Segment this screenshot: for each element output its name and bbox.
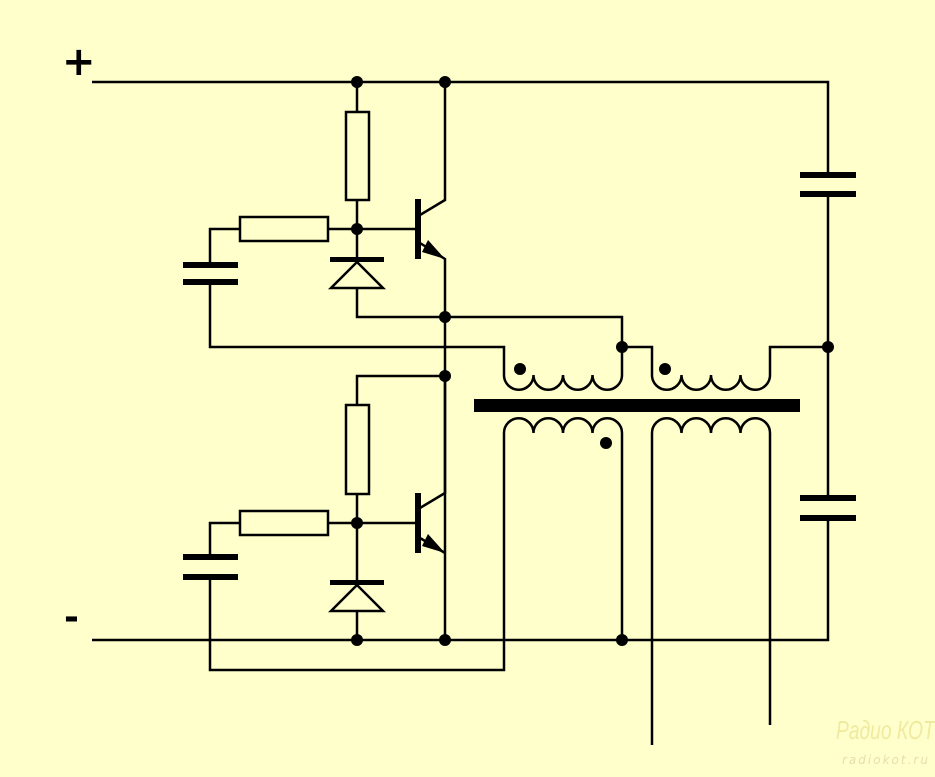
wire-upper xyxy=(355,82,624,640)
zener-diode-upper xyxy=(327,257,387,290)
capacitor-lower-left xyxy=(183,554,238,580)
wire-lower xyxy=(355,374,447,640)
transformer-core xyxy=(474,399,800,412)
junction-dots xyxy=(351,76,834,646)
wire-upper-feedback xyxy=(208,227,506,375)
resistor-upper-bias xyxy=(344,110,371,202)
watermark-url: radiokot.ru xyxy=(842,753,930,767)
watermark-title: Радио КОТ xyxy=(836,715,935,745)
capacitor-top-right xyxy=(800,172,856,197)
transistor-lower xyxy=(415,493,445,553)
transistor-upper xyxy=(415,199,445,259)
capacitor-upper-left xyxy=(183,262,238,285)
capacitor-bottom-right xyxy=(800,495,856,521)
resistor-lower-feedback xyxy=(238,509,330,537)
zener-diode-lower xyxy=(327,580,387,613)
transformer xyxy=(474,345,828,745)
wire-lower-feedback xyxy=(208,433,506,672)
positive-terminal-label: + xyxy=(62,39,96,85)
resistor-upper-feedback xyxy=(238,215,330,243)
resistor-lower-bias xyxy=(344,403,371,496)
negative-terminal-label: - xyxy=(64,597,79,638)
